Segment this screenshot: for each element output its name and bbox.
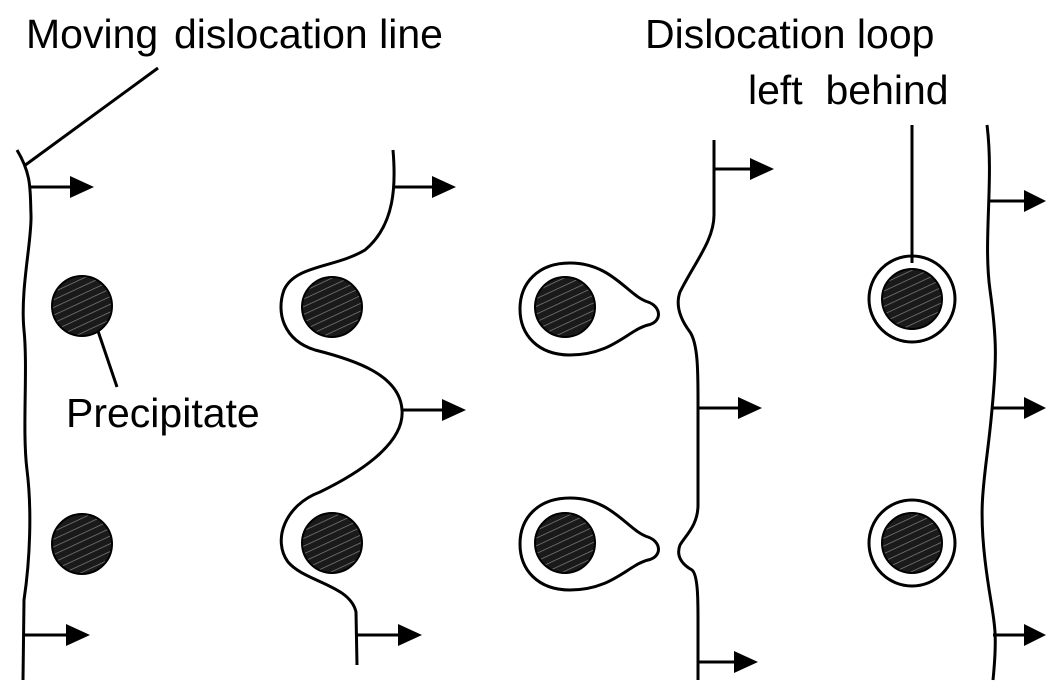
stage-2-bowing [279,149,404,666]
dislocation-line-3 [676,140,716,680]
dislocation-line-1 [15,149,33,681]
stage-1-approach [15,149,33,681]
precipitates [51,268,943,575]
arrow-stage3-bottom [698,651,758,673]
label-moving: Moving [26,11,158,57]
arrow-stage2-middle [402,399,466,421]
label-left-behind: left behind [748,67,949,113]
arrow-stage4-top [990,190,1046,212]
label-dislocation-line: dislocation line [174,11,443,57]
leader-line-precipitate [96,330,119,388]
label-precipitate: Precipitate [66,390,260,436]
arrow-stage1-top [30,176,94,198]
precipitate-4-top [881,268,943,330]
precipitate-2-bottom [301,512,363,574]
precipitate-3-bottom [534,512,596,574]
precipitate-2-top [301,276,363,338]
precipitate-1-bottom [51,513,113,575]
stage-3-pinch-off [518,140,716,680]
stage-4-loops-left [867,124,997,681]
precipitate-3-top [534,276,596,338]
loop-left-behind-top [867,254,957,344]
precipitate-1-top [51,275,113,337]
arrow-stage3-top [714,158,774,180]
loop-top-pinching [518,261,660,357]
arrow-stage2-top [395,176,456,198]
arrow-stage4-middle [992,397,1046,419]
dislocation-line-2 [279,149,404,666]
label-dislocation-loop: Dislocation loop [645,11,934,57]
loop-bottom-pinching [518,496,660,592]
precipitate-4-bottom [881,512,943,574]
loop-left-behind-bottom [867,498,957,588]
leader-line-dislocation [23,66,159,168]
arrow-stage1-bottom [24,624,90,646]
arrow-stage3-middle [698,397,762,419]
motion-arrows [24,158,1046,673]
dislocation-line-4 [980,124,997,681]
arrow-stage4-bottom [993,624,1046,646]
arrow-stage2-bottom [357,624,422,646]
